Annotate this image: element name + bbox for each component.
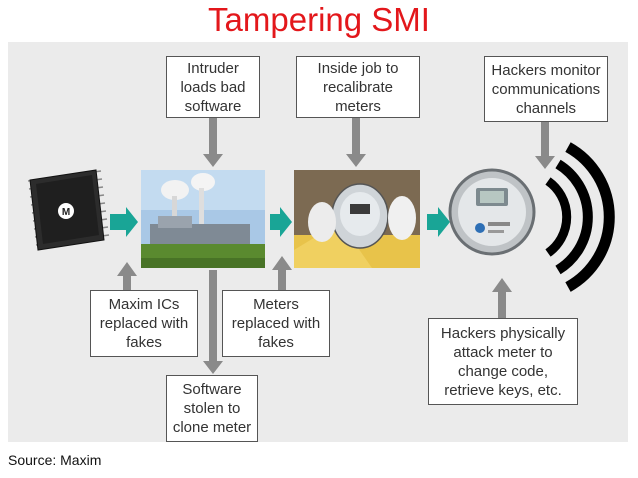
hackers-physically-callout: Hackers physically attack meter to chang… bbox=[428, 318, 578, 405]
flow-arrow-2 bbox=[270, 207, 292, 237]
hackers-monitor-callout: Hackers monitor communications channels bbox=[484, 56, 608, 122]
source-caption: Source: Maxim bbox=[8, 452, 101, 468]
callout-arrow-meters bbox=[272, 256, 292, 290]
callout-arrow-software bbox=[203, 270, 223, 374]
wireless-signal-icon bbox=[548, 147, 609, 287]
intruder-callout: Intruder loads bad software bbox=[166, 56, 260, 118]
power-plant-image bbox=[141, 170, 265, 268]
flow-arrow-3 bbox=[427, 207, 450, 237]
callout-arrow-physical bbox=[492, 278, 512, 318]
svg-text:M: M bbox=[62, 207, 70, 218]
callout-arrow-intruder bbox=[203, 118, 223, 167]
callout-arrow-inside-job bbox=[346, 117, 366, 167]
smart-meter-image bbox=[450, 170, 534, 254]
software-stolen-callout: Software stolen to clone meter bbox=[166, 375, 258, 442]
callout-arrow-ics bbox=[117, 262, 137, 291]
inside-job-callout: Inside job to recalibrate meters bbox=[296, 56, 420, 118]
meter-calibration-image bbox=[294, 170, 420, 268]
meters-replaced-callout: Meters replaced with fakes bbox=[222, 290, 330, 357]
ics-replaced-callout: Maxim ICs replaced with fakes bbox=[90, 290, 198, 357]
flow-arrow-1 bbox=[110, 207, 138, 237]
callout-arrow-monitor bbox=[535, 122, 555, 169]
maxim-chip-image: M bbox=[28, 170, 109, 250]
